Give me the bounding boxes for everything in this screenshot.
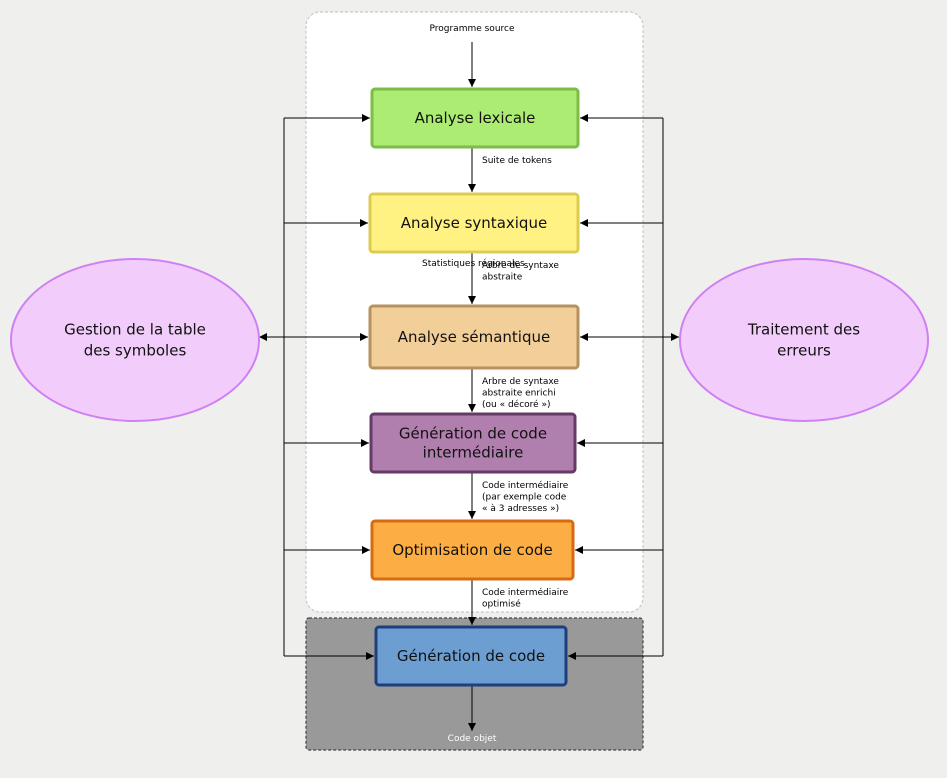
stage-box-sem — [368, 304, 580, 370]
edge-label-sem: abstraite enrichi — [482, 389, 556, 399]
stage-box-syn — [368, 192, 580, 254]
edge-label-lex: Suite de tokens — [482, 156, 552, 166]
stage-label-opt: Optimisation de code — [392, 541, 552, 559]
stage-label-gci: Génération de code — [399, 425, 547, 443]
stage-label-lex: Analyse lexicale — [415, 109, 536, 127]
stage-box-gci — [369, 412, 577, 474]
stage-label-gen: Génération de code — [397, 647, 545, 665]
right-side-ellipse — [679, 258, 929, 422]
overlap-label: Statistiques régionales — [422, 258, 525, 269]
right-side-label: erreurs — [777, 342, 831, 360]
connector-lines — [259, 42, 679, 731]
edge-label-gci: (par exemple code — [482, 493, 567, 503]
left-side-ellipse — [10, 258, 260, 422]
left-side-label: Gestion de la table — [64, 321, 206, 339]
side-nodes: Gestion de la table des symboles Traitemen… — [10, 258, 929, 422]
edge-labels: Programme source Statistiques régionales… — [422, 24, 569, 744]
source-label: Programme source — [429, 24, 514, 34]
stage-box-opt — [370, 519, 575, 581]
stage-label-gci: intermédiaire — [423, 444, 524, 462]
stage-label-syn: Analyse syntaxique — [401, 214, 547, 232]
right-side-label: Traitement des — [747, 321, 860, 339]
edge-label-sem: (ou « décoré ») — [482, 399, 551, 410]
edge-label-gci: Code intermédiaire — [482, 480, 569, 491]
output-label: Code objet — [448, 734, 497, 744]
edge-label-syn: abstraite — [482, 273, 523, 283]
edge-label-sem: Arbre de syntaxe — [482, 377, 559, 387]
left-side-label: des symboles — [84, 342, 187, 360]
stage-box-gen — [374, 625, 568, 687]
edge-label-opt: Code intermédiaire — [482, 587, 569, 598]
edge-label-syn: Arbre de syntaxe — [482, 261, 559, 271]
stage-box-lex — [370, 87, 580, 149]
stage-label-sem: Analyse sémantique — [398, 328, 550, 346]
edge-label-opt: optimisé — [482, 599, 521, 610]
edge-label-gci: « à 3 adresses ») — [482, 504, 559, 514]
